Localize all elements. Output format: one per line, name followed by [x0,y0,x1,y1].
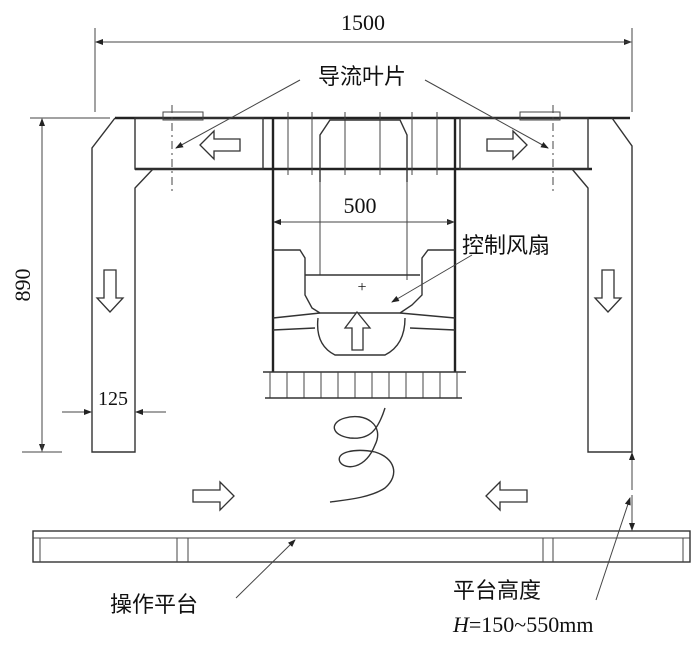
fan-width-label: 500 [344,193,377,218]
fan-housing: + [263,112,466,399]
arrow-left-duct-icon [199,129,241,161]
leg-width-label: 125 [98,388,128,410]
height-range-value: =150~550mm [469,612,594,637]
arrow-in-right-icon [485,480,528,512]
arrow-down-right-icon [593,269,623,313]
platform-label: 操作平台 [110,593,198,618]
guide-vanes-label: 导流叶片 [318,65,406,90]
control-fan-label: 控制风扇 [462,234,550,259]
vortex-curve [329,407,395,503]
operation-platform [32,530,691,563]
arrow-down-left-icon [95,269,125,313]
platform-height-label: 平台高度 [453,579,541,604]
frame [91,105,633,453]
leg-width-dimension: 125 [62,388,166,415]
width-label: 1500 [341,10,385,35]
arrow-right-duct-icon [486,129,528,161]
annotations: 导流叶片 控制风扇 操作平台 平台高度 H=150~550mm [110,65,631,637]
width-dimension: 1500 [94,10,633,112]
height-dimension: 890 [10,117,110,453]
height-variable: H [452,612,470,637]
arrow-in-left-icon [192,480,235,512]
arrow-up-fan-icon [343,310,372,351]
center-cross: + [357,279,366,296]
platform-height-range: H=150~550mm [452,612,593,637]
flow-arrows [95,129,623,512]
fan-width-dimension: 500 [273,193,455,225]
height-label: 890 [10,269,35,302]
